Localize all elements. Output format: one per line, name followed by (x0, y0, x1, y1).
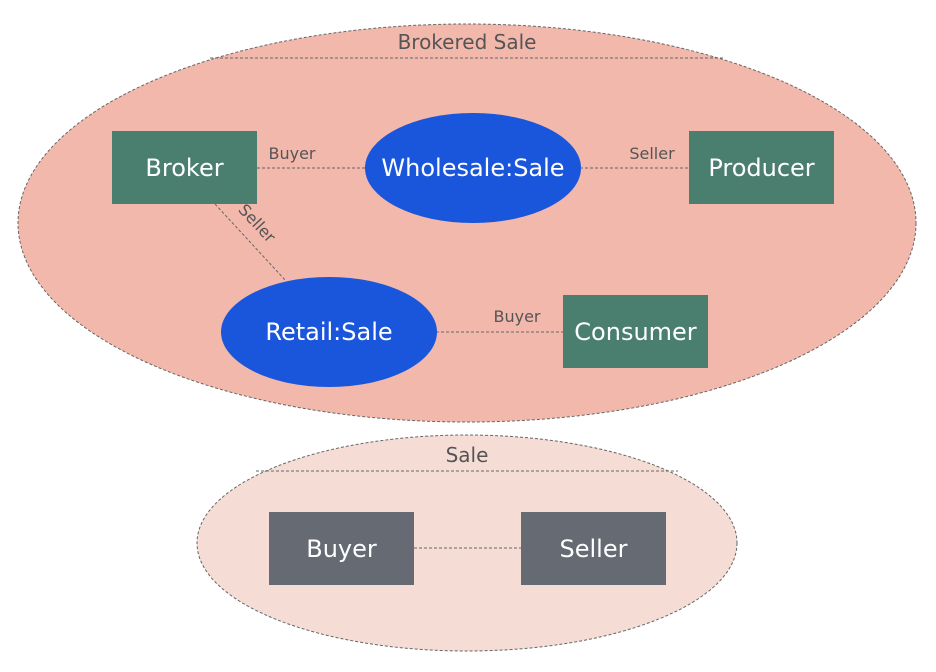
retail-sale-label: Retail:Sale (265, 318, 392, 346)
producer-label: Producer (708, 154, 814, 182)
consumer-box[interactable] (563, 295, 708, 368)
brokered-sale-ellipse[interactable] (17, 23, 917, 423)
buyer-box[interactable] (269, 512, 414, 585)
sale-ellipse[interactable] (196, 434, 738, 652)
broker-box[interactable] (112, 131, 257, 204)
sale-group: Sale Buyer Seller (196, 434, 738, 652)
wholesale-sale-label: Wholesale:Sale (381, 154, 564, 182)
edge-label-retail-consumer: Buyer (493, 307, 540, 326)
brokered-sale-group: Brokered Sale Buyer Seller Seller Buyer … (17, 23, 917, 423)
edge-broker-retail (214, 203, 287, 282)
edge-label-wholesale-producer: Seller (629, 144, 675, 163)
seller-label: Seller (560, 535, 628, 563)
wholesale-sale-ellipse[interactable] (365, 113, 581, 223)
consumer-label: Consumer (574, 318, 697, 346)
brokered-sale-title: Brokered Sale (398, 30, 537, 54)
producer-box[interactable] (689, 131, 834, 204)
buyer-label: Buyer (306, 535, 377, 563)
sale-title: Sale (446, 443, 489, 467)
edge-label-broker-wholesale: Buyer (268, 144, 315, 163)
seller-box[interactable] (521, 512, 666, 585)
broker-label: Broker (145, 154, 223, 182)
retail-sale-ellipse[interactable] (221, 277, 437, 387)
